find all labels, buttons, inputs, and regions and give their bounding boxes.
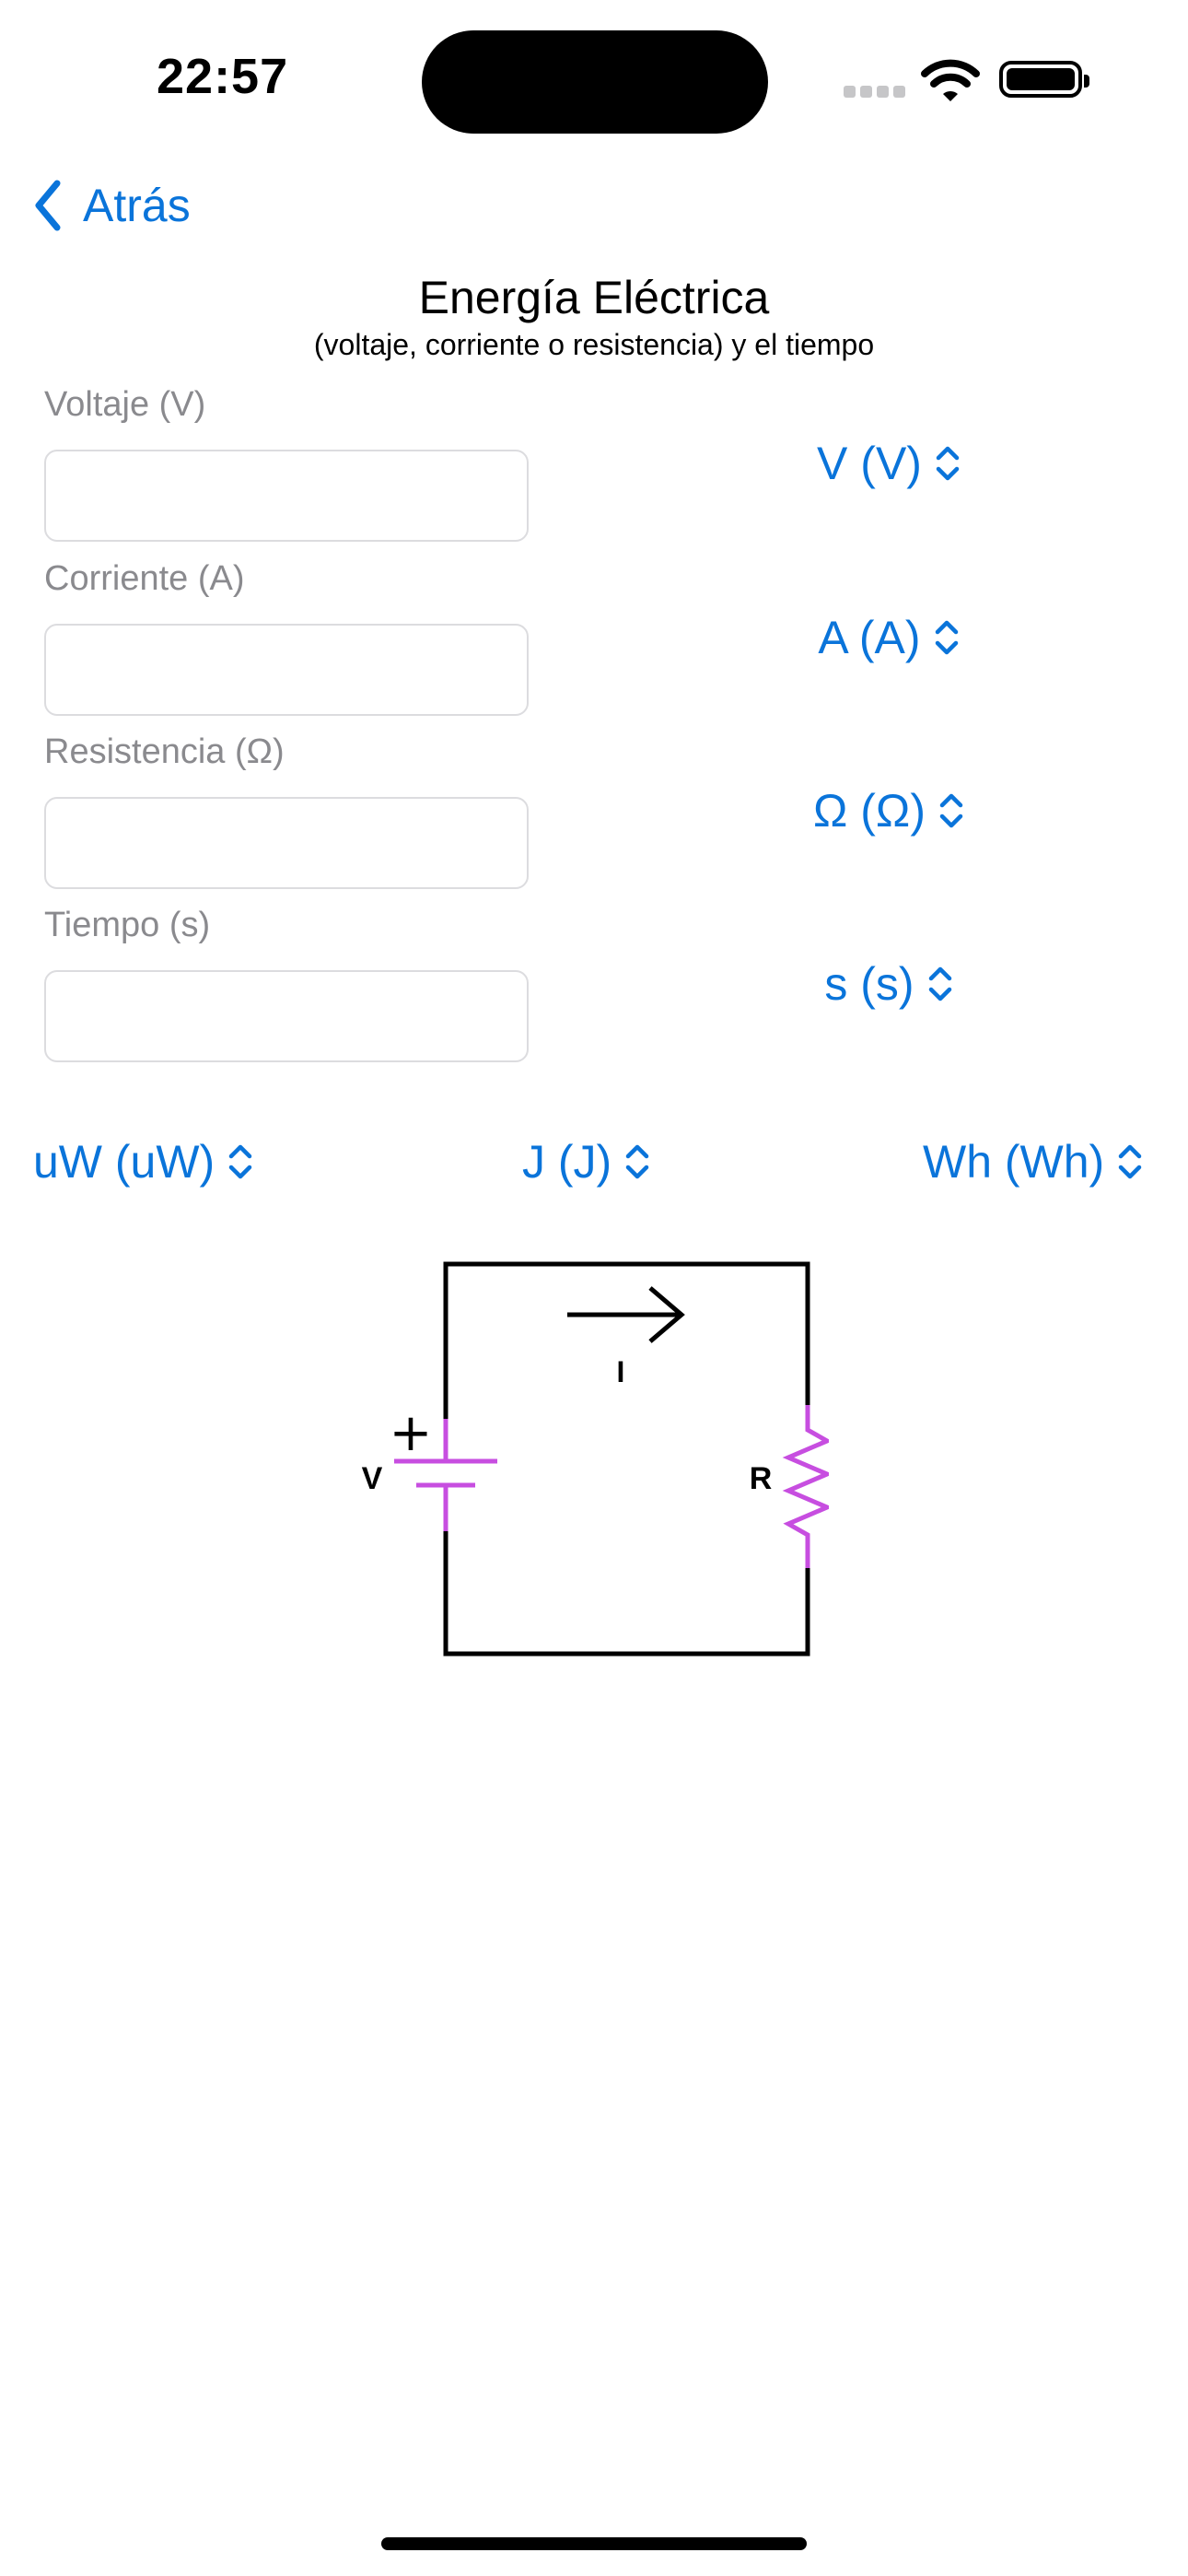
circuit-wire <box>443 1531 810 1657</box>
circuit-diagram: + V R I <box>350 1253 833 1681</box>
resistance-unit-picker[interactable]: Ω (Ω) <box>700 784 1077 837</box>
plus-sign: + <box>390 1403 433 1463</box>
wifi-icon <box>921 57 980 108</box>
current-input[interactable] <box>44 624 529 716</box>
chevron-up-down-icon <box>935 620 958 655</box>
voltage-label: Voltaje (V) <box>44 385 206 424</box>
dynamic-island <box>422 30 768 134</box>
chevron-left-icon <box>35 180 61 231</box>
voltage-unit-label: V (V) <box>817 438 922 489</box>
voltage-unit-picker[interactable]: V (V) <box>700 437 1077 490</box>
energy-joule-unit-picker[interactable]: J (J) <box>522 1135 650 1188</box>
energy-joule-unit-label: J (J) <box>522 1136 612 1188</box>
back-label: Atrás <box>83 180 191 231</box>
resistance-unit-label: Ω (Ω) <box>813 785 926 837</box>
energy-wh-unit-picker[interactable]: Wh (Wh) <box>923 1135 1143 1188</box>
battery-symbol <box>394 1419 497 1531</box>
status-time: 22:57 <box>157 49 289 104</box>
battery-icon <box>999 61 1089 98</box>
resistance-label: Resistencia (Ω) <box>44 732 285 771</box>
chevron-up-down-icon <box>228 1144 252 1179</box>
page-title: Energía Eléctrica <box>418 272 770 323</box>
home-indicator[interactable] <box>381 2537 807 2550</box>
power-unit-label: uW (uW) <box>33 1136 215 1188</box>
time-unit-label: s (s) <box>824 958 914 1010</box>
time-unit-picker[interactable]: s (s) <box>700 957 1077 1011</box>
chevron-up-down-icon <box>928 966 951 1001</box>
voltage-symbol-label: V <box>362 1461 383 1496</box>
energy-wh-unit-label: Wh (Wh) <box>923 1136 1105 1188</box>
chevron-up-down-icon <box>936 446 960 481</box>
resistance-input[interactable] <box>44 797 529 889</box>
resistor-symbol-label: R <box>750 1461 773 1496</box>
chevron-up-down-icon <box>625 1144 649 1179</box>
cellular-signal-icon <box>844 86 910 102</box>
time-label: Tiempo (s) <box>44 906 211 944</box>
time-input[interactable] <box>44 970 529 1062</box>
current-unit-picker[interactable]: A (A) <box>700 611 1077 664</box>
back-button[interactable]: Atrás <box>33 179 191 232</box>
resistor-symbol <box>782 1405 833 1568</box>
current-arrow-icon <box>567 1286 685 1343</box>
voltage-input[interactable] <box>44 450 529 542</box>
circuit-wire <box>443 1261 810 1419</box>
chevron-up-down-icon <box>939 793 963 828</box>
chevron-up-down-icon <box>1118 1144 1142 1179</box>
page-subtitle: (voltaje, corriente o resistencia) y el … <box>313 328 875 361</box>
current-unit-label: A (A) <box>818 612 921 663</box>
current-label: Corriente (A) <box>44 559 245 598</box>
power-unit-picker[interactable]: uW (uW) <box>33 1135 253 1188</box>
current-symbol-label: I <box>617 1355 625 1388</box>
